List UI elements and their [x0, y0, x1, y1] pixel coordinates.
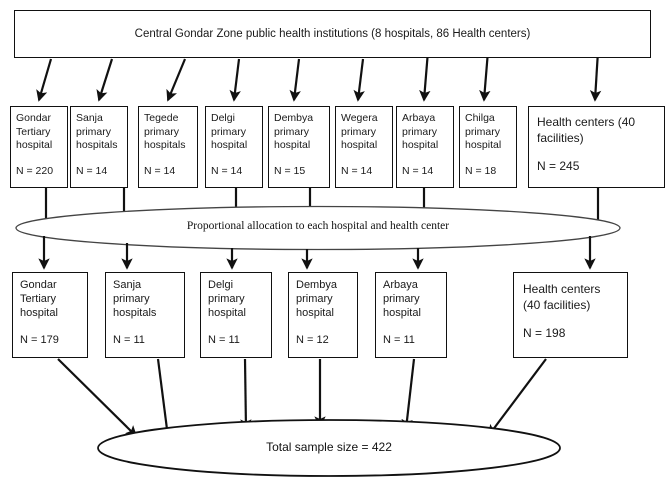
box-sample-size: N = 18: [465, 164, 497, 177]
box-line-1: Arbaya: [402, 112, 436, 124]
box-line-2: primary: [274, 125, 310, 138]
box-line-3: hospital: [465, 139, 502, 151]
allocation-ellipse-label: Proportional allocation to each hospital…: [186, 220, 450, 232]
box-line-2: primary: [402, 125, 438, 138]
node-sample-dembya: Dembya primary hospital N = 12: [288, 272, 358, 358]
node-sample-health-centers: Health centers (40 facilities) N = 198: [513, 272, 628, 358]
box-line-2: primary: [465, 125, 501, 138]
arrows-top-to-population: [36, 50, 602, 102]
node-sample-arbaya: Arbaya primary hospital N = 11: [375, 272, 447, 358]
node-population-wegera: Wegera primary hospital N = 14: [335, 106, 393, 188]
box-line-2: Tertiary: [20, 293, 57, 305]
box-line-3: hospital: [211, 139, 248, 151]
box-sample-size: N = 245: [537, 159, 580, 173]
box-line-1: Gondar: [16, 112, 52, 124]
node-population-health-centers: Health centers (40 facilities) N = 245: [528, 106, 665, 188]
total-sample-ellipse-label: Total sample size = 422: [266, 440, 392, 454]
arrows-sample-to-total: [57, 358, 547, 439]
box-line-1: Gondar: [20, 279, 57, 291]
box-line-3: hospitals: [113, 307, 157, 319]
box-line-2: primary: [383, 293, 420, 305]
box-line-2: primary: [296, 293, 333, 305]
box-sample-size: N = 14: [76, 164, 108, 177]
box-line-2: primary: [144, 125, 180, 138]
node-sample-sanja: Sanja primary hospitals N = 11: [105, 272, 185, 358]
box-line-1: Wegera: [341, 112, 378, 124]
box-line-2: primary: [208, 293, 245, 305]
box-line-3: hospitals: [144, 139, 186, 151]
box-line-3: hospital: [383, 307, 421, 319]
box-line-2: facilities): [537, 131, 584, 145]
node-population-delgi: Delgi primary hospital N = 14: [205, 106, 263, 188]
node-population-dembya: Dembya primary hospital N = 15: [268, 106, 330, 188]
box-line-2: Tertiary: [16, 125, 51, 138]
node-population-gondar-tertiary: Gondar Tertiary hospital N = 220: [10, 106, 68, 188]
box-line-1: Delgi: [208, 279, 234, 291]
box-sample-size: N = 14: [402, 164, 434, 177]
node-sample-delgi: Delgi primary hospital N = 11: [200, 272, 272, 358]
box-sample-size: N = 11: [208, 334, 240, 346]
box-sample-size: N = 15: [274, 164, 306, 177]
arrows-allocation-to-sample: [38, 236, 596, 270]
node-population-sanja: Sanja primary hospitals N = 14: [70, 106, 128, 188]
node-population-tegede: Tegede primary hospitals N = 14: [138, 106, 198, 188]
box-line-1: Tegede: [144, 112, 179, 124]
box-line-1: Health centers (40: [537, 115, 636, 129]
box-sample-size: N = 179: [20, 334, 59, 346]
box-line-1: Health centers: [523, 282, 601, 296]
box-line-2: primary: [113, 293, 150, 305]
box-sample-size: N = 14: [211, 164, 243, 177]
box-line-1: Delgi: [211, 112, 235, 124]
box-line-3: hospital: [402, 139, 439, 151]
box-line-1: Sanja: [76, 112, 103, 124]
node-sample-gondar-tertiary: Gondar Tertiary hospital N = 179: [12, 272, 88, 358]
box-sample-size: N = 12: [296, 334, 329, 346]
box-line-1: Arbaya: [383, 279, 418, 291]
box-line-2: primary: [211, 125, 247, 138]
box-line-3: hospital: [16, 139, 53, 151]
box-line-1: Dembya: [296, 279, 337, 291]
box-sample-size: N = 11: [113, 334, 145, 346]
box-line-2: primary: [341, 125, 377, 138]
node-population-chilga: Chilga primary hospital N = 18: [459, 106, 517, 188]
box-line-3: hospital: [341, 139, 378, 151]
box-sample-size: N = 11: [383, 334, 415, 346]
box-sample-size: N = 14: [341, 164, 373, 177]
box-line-3: hospital: [20, 307, 58, 319]
box-line-2: primary: [76, 125, 112, 138]
box-line-3: hospitals: [76, 139, 118, 151]
box-line-1: Chilga: [465, 112, 495, 124]
node-central-gondar-zone: Central Gondar Zone public health instit…: [14, 10, 651, 58]
box-line-3: hospital: [208, 307, 246, 319]
box-line-1: Sanja: [113, 279, 142, 291]
box-sample-size: N = 14: [144, 164, 176, 177]
box-sample-size: N = 220: [16, 164, 54, 177]
node-population-arbaya: Arbaya primary hospital N = 14: [396, 106, 454, 188]
box-line-3: hospital: [274, 139, 311, 151]
box-line-2: (40 facilities): [523, 298, 591, 312]
box-line-3: hospital: [296, 307, 334, 319]
box-line-1: Dembya: [274, 112, 314, 124]
central-gondar-zone-label: Central Gondar Zone public health instit…: [134, 28, 531, 40]
box-sample-size: N = 198: [523, 326, 566, 340]
